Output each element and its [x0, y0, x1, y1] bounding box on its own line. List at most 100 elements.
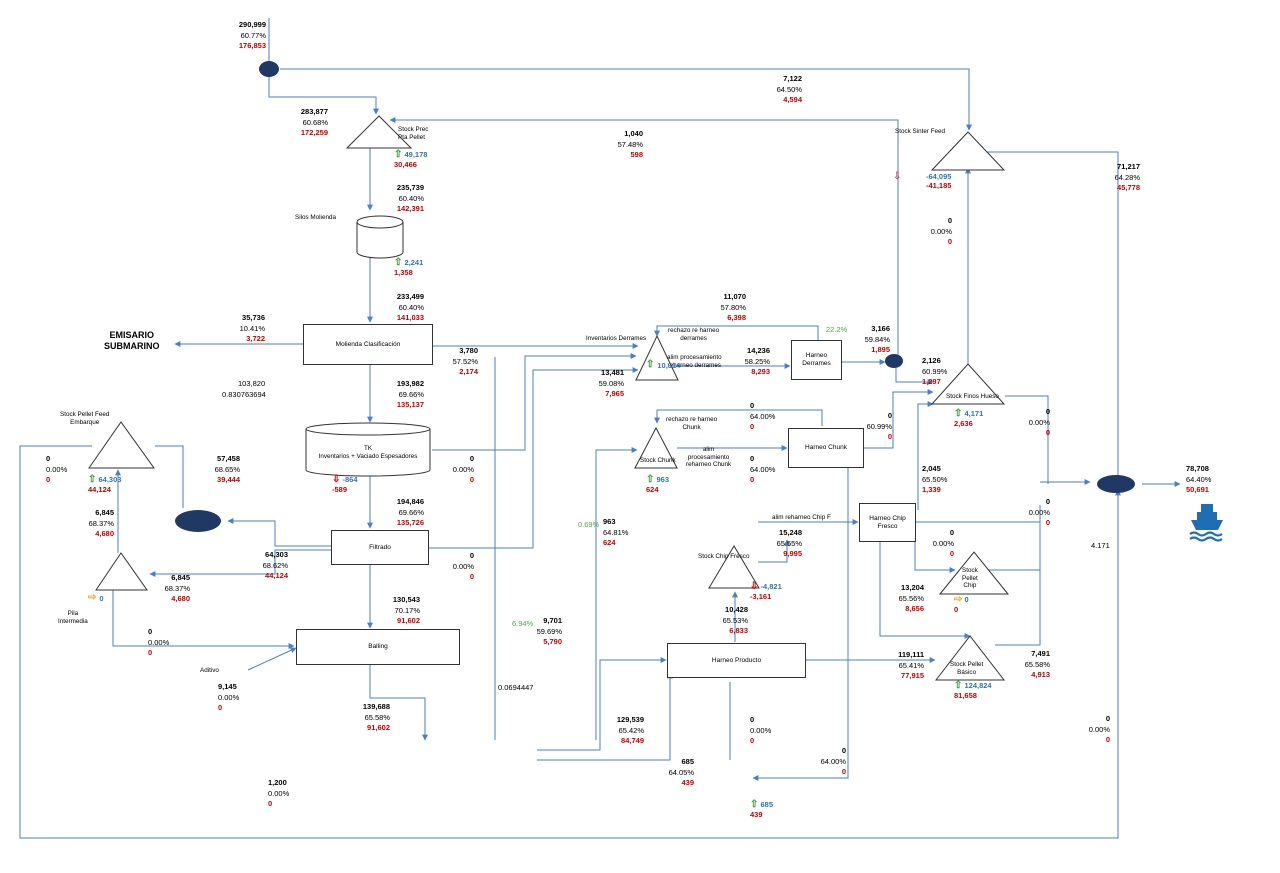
harneo-chunk-box[interactable]: Harneo Chunk	[788, 428, 864, 468]
flow-grade: 70.17%	[394, 605, 420, 615]
inv-spc: ⇨ 0 0	[954, 595, 969, 615]
flow-grade: 68.37%	[164, 583, 190, 593]
inv-value: 963	[656, 475, 669, 484]
tk-cylinder	[305, 422, 431, 477]
flow-grade: 60.99%	[866, 421, 892, 431]
flow-content: 0	[949, 549, 954, 559]
inv-value: 0	[964, 595, 969, 604]
flow-content: 50,691	[1186, 485, 1209, 495]
flow-content: 9,995	[783, 549, 802, 559]
flow-content: 0	[46, 475, 51, 485]
flow-content: 1,297	[922, 377, 941, 387]
flow-tonnage: 9,701	[543, 616, 562, 625]
flow-grade: 57.48%	[617, 139, 643, 149]
flow-tonnage: 139,688	[362, 702, 390, 711]
flow-grade: 58.25%	[744, 356, 770, 366]
balling-box[interactable]: Balling	[296, 629, 460, 665]
flow-tonnage: 3,166	[871, 324, 890, 333]
flow-content: 0	[841, 767, 846, 777]
flow-tonnage: 119,111	[898, 650, 924, 659]
arrow-up-icon: ⇧	[954, 680, 963, 691]
flow-content: 84,749	[621, 736, 644, 746]
stock-chunk-label: Stock Chunk	[640, 457, 676, 464]
flow-tonnage: 2,045	[922, 464, 941, 473]
harneo-producto-label: Harneo Producto	[711, 656, 762, 664]
flow-content: 624	[603, 538, 616, 548]
alim-chunk-3: reharneo Chunk	[686, 461, 732, 468]
flow-grade: 0.00%	[1028, 507, 1050, 517]
flow-tonnage: 1,200	[268, 778, 287, 787]
misc-00694447: 0.0694447	[498, 683, 534, 692]
rechazo-derrames-1: rechazo re harneo	[668, 327, 720, 334]
flow-grade: 64.00%	[820, 756, 846, 766]
flow-content: 44,124	[265, 571, 288, 581]
flow-content: 598	[630, 150, 643, 160]
inv-bottom: ⇧ 685 439	[750, 800, 773, 820]
arrow-down-icon: ⇩	[893, 171, 902, 182]
flow-tonnage: 13,204	[901, 583, 924, 592]
misc-0830763694: 0.830763694	[222, 390, 266, 399]
flow-tonnage: 0	[750, 454, 755, 463]
arrow-up-icon: ⇧	[394, 257, 403, 268]
flow-grade: 65.53%	[722, 615, 748, 625]
junction-node-left	[175, 510, 221, 532]
flow-tonnage: 0	[841, 746, 846, 755]
spf-label-1: Stock Pellet Feed	[60, 411, 110, 418]
flow-tonnage: 283,877	[300, 107, 328, 116]
flow-grade: 0.00%	[268, 788, 290, 798]
rechazo-chunk-1: rechazo re harneo	[666, 416, 718, 423]
flow-grade: 57.80%	[720, 302, 746, 312]
flow-grade: 68.62%	[262, 560, 288, 570]
arrow-right-icon: ⇨	[88, 592, 97, 603]
tk-label-1: TK	[363, 445, 373, 452]
flow-content: 4,680	[171, 594, 190, 604]
misc-4171: 4.171	[1091, 541, 1110, 550]
flow-tonnage: 963	[603, 517, 616, 526]
stock-prec-triangle	[345, 115, 413, 149]
flow-tonnage: 0	[1105, 714, 1110, 723]
flow-tonnage: 6,845	[171, 573, 190, 582]
flow-grade: 65.55%	[776, 538, 802, 548]
junction-node-final	[1097, 475, 1135, 493]
flow-content: 0	[1045, 428, 1050, 438]
harneo-producto-box[interactable]: Harneo Producto	[667, 643, 806, 678]
flow-content: 5,790	[543, 637, 562, 647]
molienda-box[interactable]: Molienda Clasificación	[303, 324, 433, 365]
flow-content: 77,915	[901, 671, 924, 681]
flow-content: 0	[750, 475, 755, 485]
flow-grade: 69.66%	[398, 389, 424, 399]
flow-content: 176,853	[238, 41, 266, 51]
inv-content: 30,466	[394, 160, 417, 169]
flow-content: 0	[268, 799, 273, 809]
flow-content: 6,398	[727, 313, 746, 323]
flow-grade: 0.00%	[148, 637, 170, 647]
flow-tonnage: 233,499	[396, 292, 424, 301]
flow-tonnage: 64,303	[265, 550, 288, 559]
inv-chip-fresco: ⇩ -4,821 -3,161	[750, 582, 782, 602]
inv-value: -4,821	[760, 582, 782, 591]
harneo-derrames-label-1: Harneo	[805, 352, 828, 359]
inv-value: 2,241	[404, 258, 424, 267]
flow-grade: 0.00%	[452, 464, 474, 474]
filtrado-box[interactable]: Filtrado	[331, 530, 429, 565]
flow-tonnage: 235,739	[396, 183, 424, 192]
derrames-triangle	[635, 334, 679, 381]
